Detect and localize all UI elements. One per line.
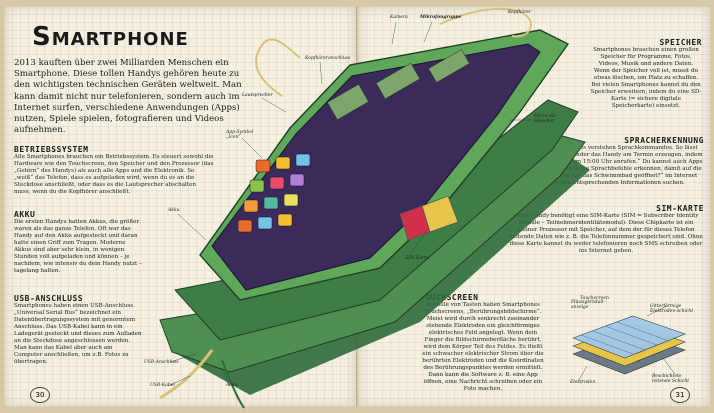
label-lautsprecher: Lautsprecher xyxy=(242,93,273,98)
label-usb-anschluss: USB-Anschluss xyxy=(144,360,179,365)
section-speicher: Speicher Smartphones brauchen einen groß… xyxy=(590,38,702,110)
label-mikrofon: Mikrofongruppe xyxy=(420,15,462,20)
section-heading: Touchscreen xyxy=(420,293,479,302)
section-body: Jedes Handy benötigt eine SIM-Karte (SIM… xyxy=(509,213,703,254)
page-number: 30 xyxy=(30,387,50,403)
label-akku-bottom: Akku xyxy=(226,383,238,388)
intro-text: 2013 kauften über zwei Milliarden Mensch… xyxy=(14,58,242,136)
touchscreen-layer-diagram xyxy=(572,305,686,381)
section-body: Alle Smartphones brauchen ein Betriebssy… xyxy=(14,154,214,195)
section-body: Smartphones haben einen USB-Anschluss. „… xyxy=(14,303,142,365)
section-body: Smartphones brauchen einen großen Speich… xyxy=(590,47,702,109)
label-ts-glas: Flüssigkristall-anzeige xyxy=(571,300,605,310)
section-usb: USB-Anschluss Smartphones haben einen US… xyxy=(14,294,142,366)
label-ts-elektroden: Elektroden xyxy=(570,380,596,385)
section-spracherkennung: Spracherkennung Viele Smartphones verste… xyxy=(526,136,704,187)
section-body: Die ersten Handys hatten Akkus, die größ… xyxy=(14,219,142,274)
section-akku: Akku Die ersten Handys hatten Akkus, die… xyxy=(14,210,142,275)
page-number: 31 xyxy=(670,387,690,403)
label-sim: SIM-Karte xyxy=(405,256,429,261)
section-heading: Betriebssystem xyxy=(14,145,89,154)
label-ts-beschichtung: Beschichtete leitende Schicht xyxy=(652,374,690,384)
section-touchscreen: Touchscreen Anstelle von Tasten haben Sm… xyxy=(420,293,546,393)
section-body: Anstelle von Tasten haben Smartphones To… xyxy=(422,302,544,392)
label-micro-sd: Micro-SD-Speicher xyxy=(534,114,558,124)
section-sim-karte: SIM-Karte Jedes Handy benötigt eine SIM-… xyxy=(508,204,704,255)
section-heading: SIM-Karte xyxy=(656,204,704,213)
label-app-symbol: App-Symbol „Icon“ xyxy=(226,130,254,140)
label-kopfhoerer: Kopfhörer xyxy=(508,10,532,15)
section-heading: Speicher xyxy=(659,38,702,47)
page-title: Smartphone xyxy=(32,22,189,52)
section-betriebssystem: Betriebssystem Alle Smartphones brauchen… xyxy=(14,145,214,196)
section-heading: Spracherkennung xyxy=(624,136,704,145)
label-kopfhoereranschluss: Kopfhöreranschluss xyxy=(305,56,351,61)
label-akku: Akku xyxy=(168,208,180,213)
section-heading: Akku xyxy=(14,210,36,219)
section-body: Viele Smartphones verstehen Sprachkomman… xyxy=(527,145,703,186)
label-ts-glasbeschichtung: Gitterförmige Elektroden-schicht xyxy=(650,304,694,314)
label-touchscreen: Touchscreen xyxy=(580,296,609,301)
label-kamera: Kamera xyxy=(390,15,408,20)
label-usb-kabel: USB-Kabel xyxy=(150,383,175,388)
section-heading: USB-Anschluss xyxy=(14,294,84,303)
